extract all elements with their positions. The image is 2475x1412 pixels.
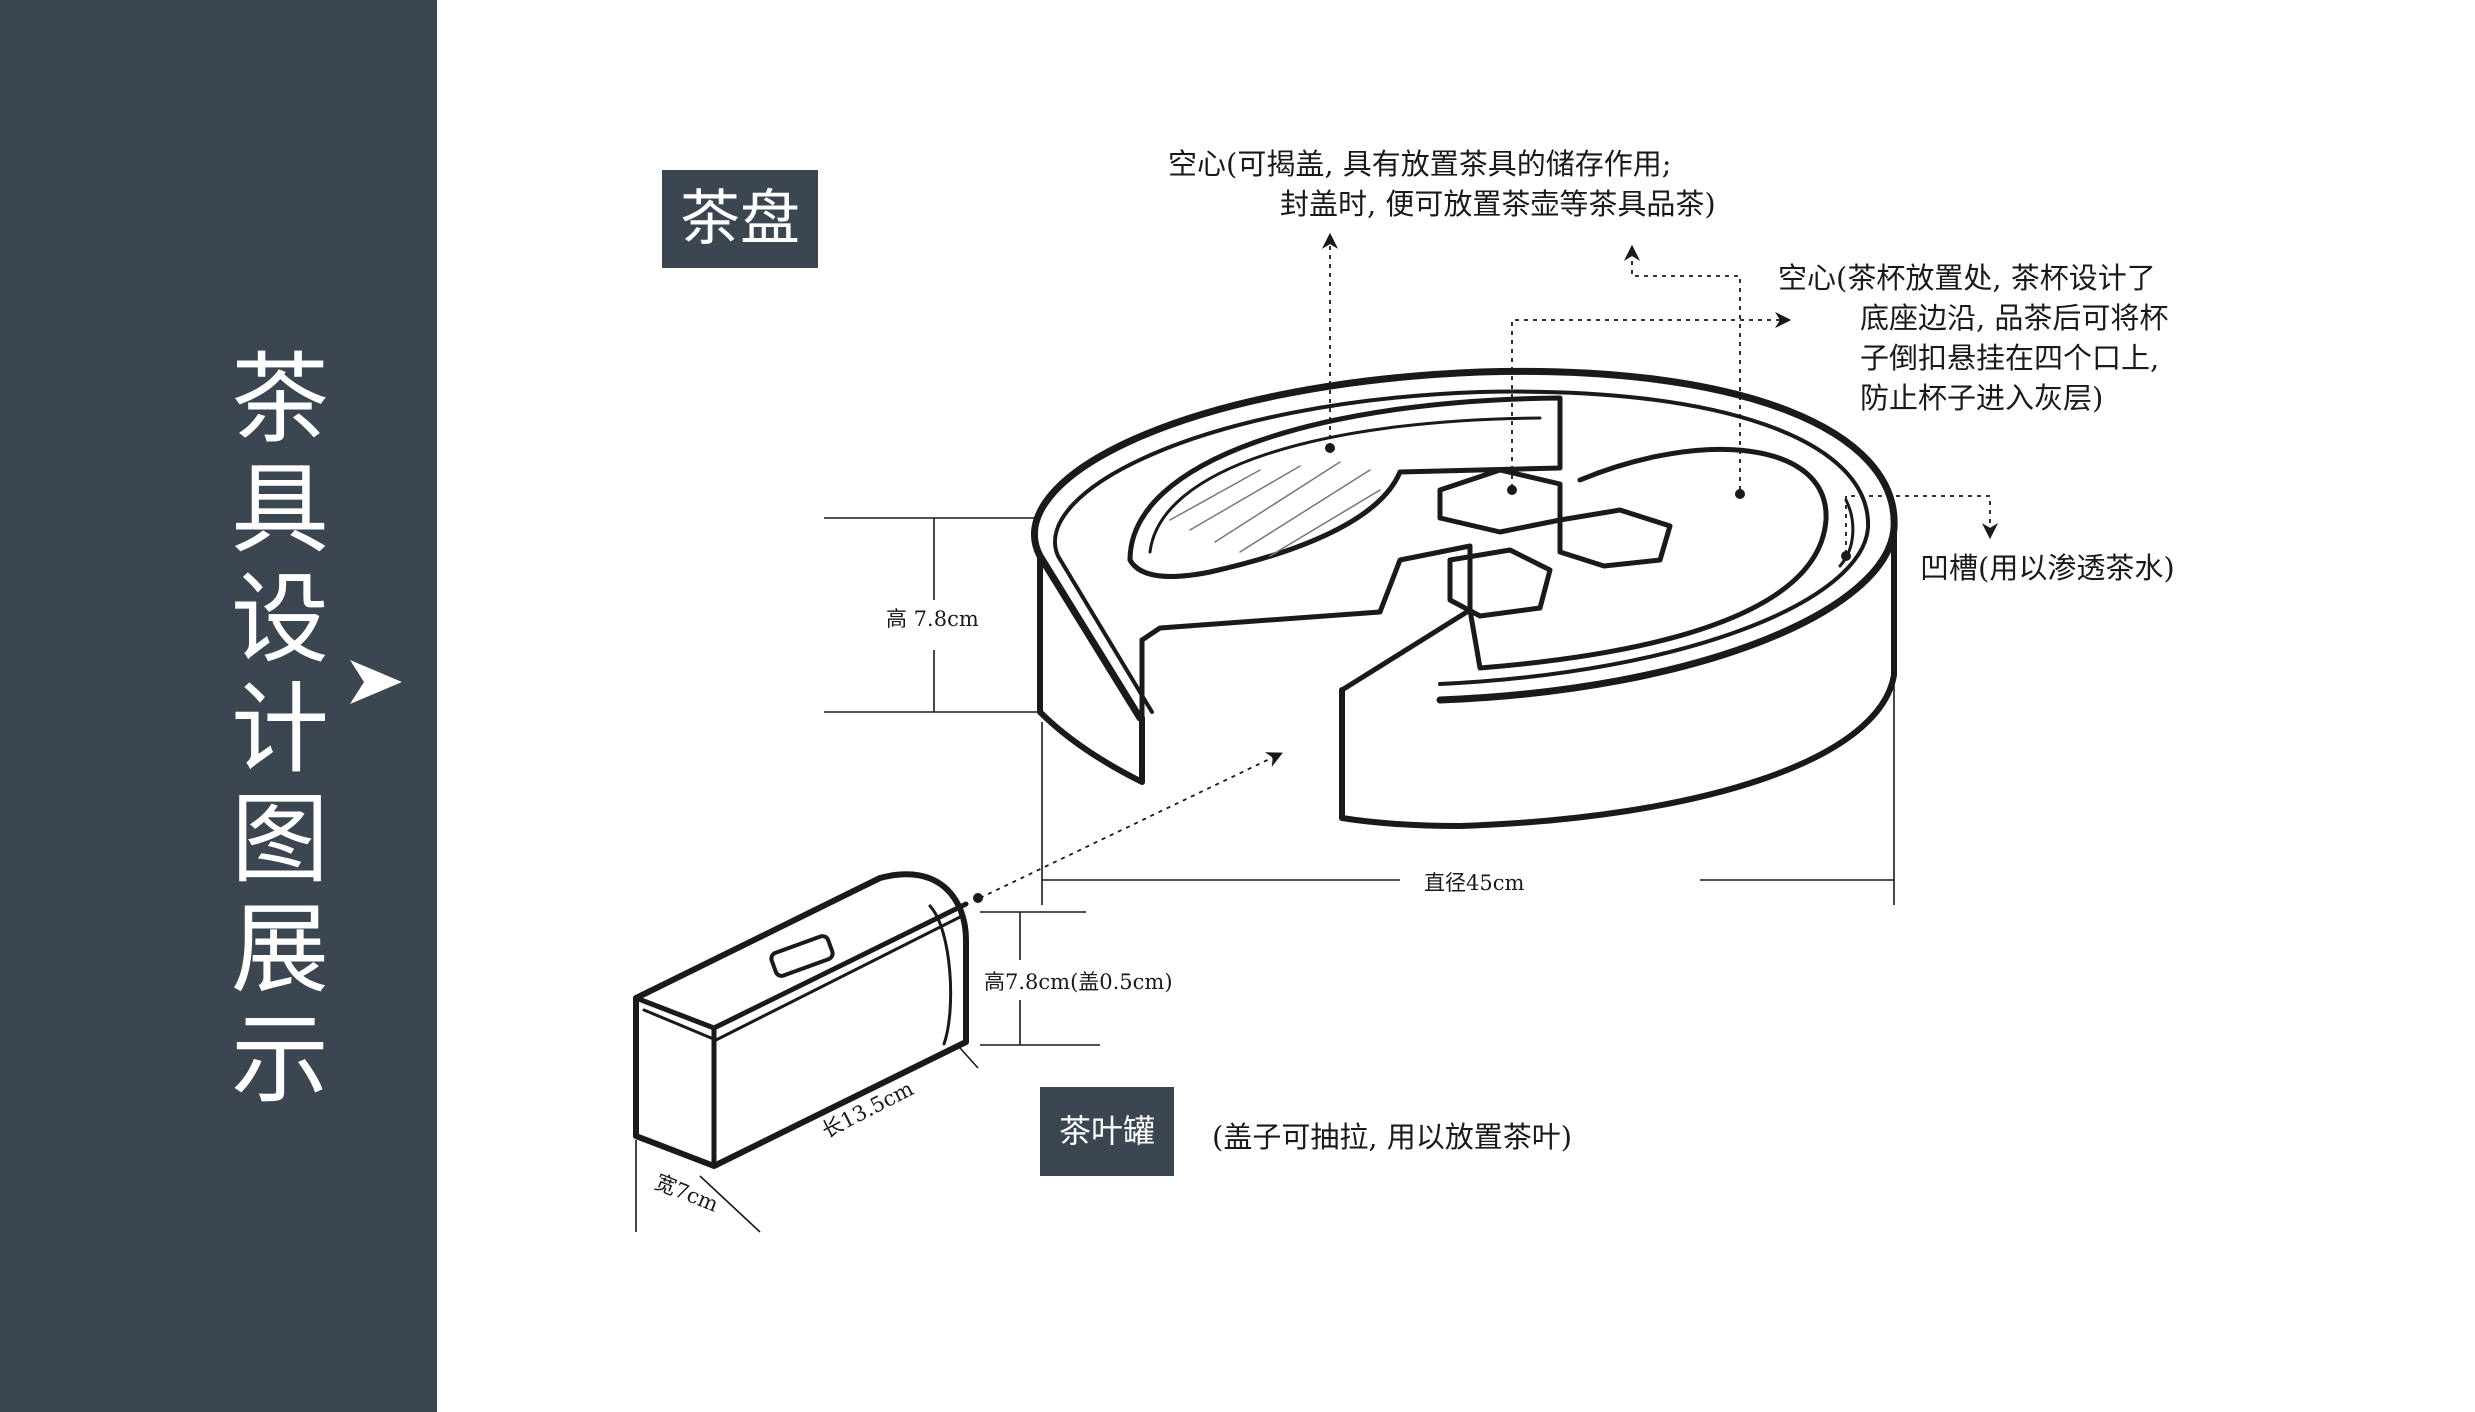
tray-height-label: 高 7.8cm: [886, 607, 979, 631]
title-char: 茶: [230, 343, 329, 457]
title-char: 示: [230, 1003, 329, 1117]
title-char: 图: [230, 783, 329, 897]
title-char: 具: [230, 453, 329, 567]
tray-diameter-label: 直径45cm: [1424, 871, 1525, 895]
sidebar-title: 茶 具 设 计 图 展 示: [225, 345, 335, 1115]
cup-note-line: 空心(茶杯放置处, 茶杯设计了: [1778, 261, 2156, 295]
cup-note-line: 底座边沿, 品茶后可将杯: [1860, 301, 2169, 335]
canister-height-label: 高7.8cm(盖0.5cm): [984, 970, 1173, 994]
tea-tray-tag: 茶盘: [662, 170, 818, 268]
cup-holder-note: 空心(茶杯放置处, 茶杯设计了 底座边沿, 品茶后可将杯 子倒扣悬挂在四个口上,…: [1778, 258, 2168, 418]
tea-canister-drawing: [633, 871, 969, 1169]
leader-dots: [973, 443, 1851, 903]
tea-canister-tag: 茶叶罐: [1040, 1087, 1174, 1176]
canister-note: (盖子可抽拉, 用以放置茶叶): [1212, 1120, 1573, 1154]
cup-note-line: 子倒扣悬挂在四个口上,: [1860, 341, 2160, 375]
storage-note: 空心(可揭盖, 具有放置茶具的储存作用; 封盖时, 便可放置茶壶等茶具品茶): [1168, 144, 1716, 224]
dimension-lines: [635, 517, 1895, 1233]
play-arrow-icon: [350, 660, 402, 704]
title-char: 设: [230, 563, 329, 677]
leader-arrows: [979, 232, 1999, 899]
sidebar-panel: 茶 具 设 计 图 展 示: [0, 0, 437, 1412]
storage-note-line: 空心(可揭盖, 具有放置茶具的储存作用;: [1168, 147, 1672, 181]
storage-note-line: 封盖时, 便可放置茶壶等茶具品茶): [1280, 187, 1716, 221]
tea-tray-drawing: [1031, 367, 1898, 829]
title-char: 展: [230, 893, 329, 1007]
title-char: 计: [230, 673, 329, 787]
cup-note-line: 防止杯子进入灰层): [1860, 381, 2104, 415]
groove-note: 凹槽(用以渗透茶水): [1920, 551, 2175, 585]
